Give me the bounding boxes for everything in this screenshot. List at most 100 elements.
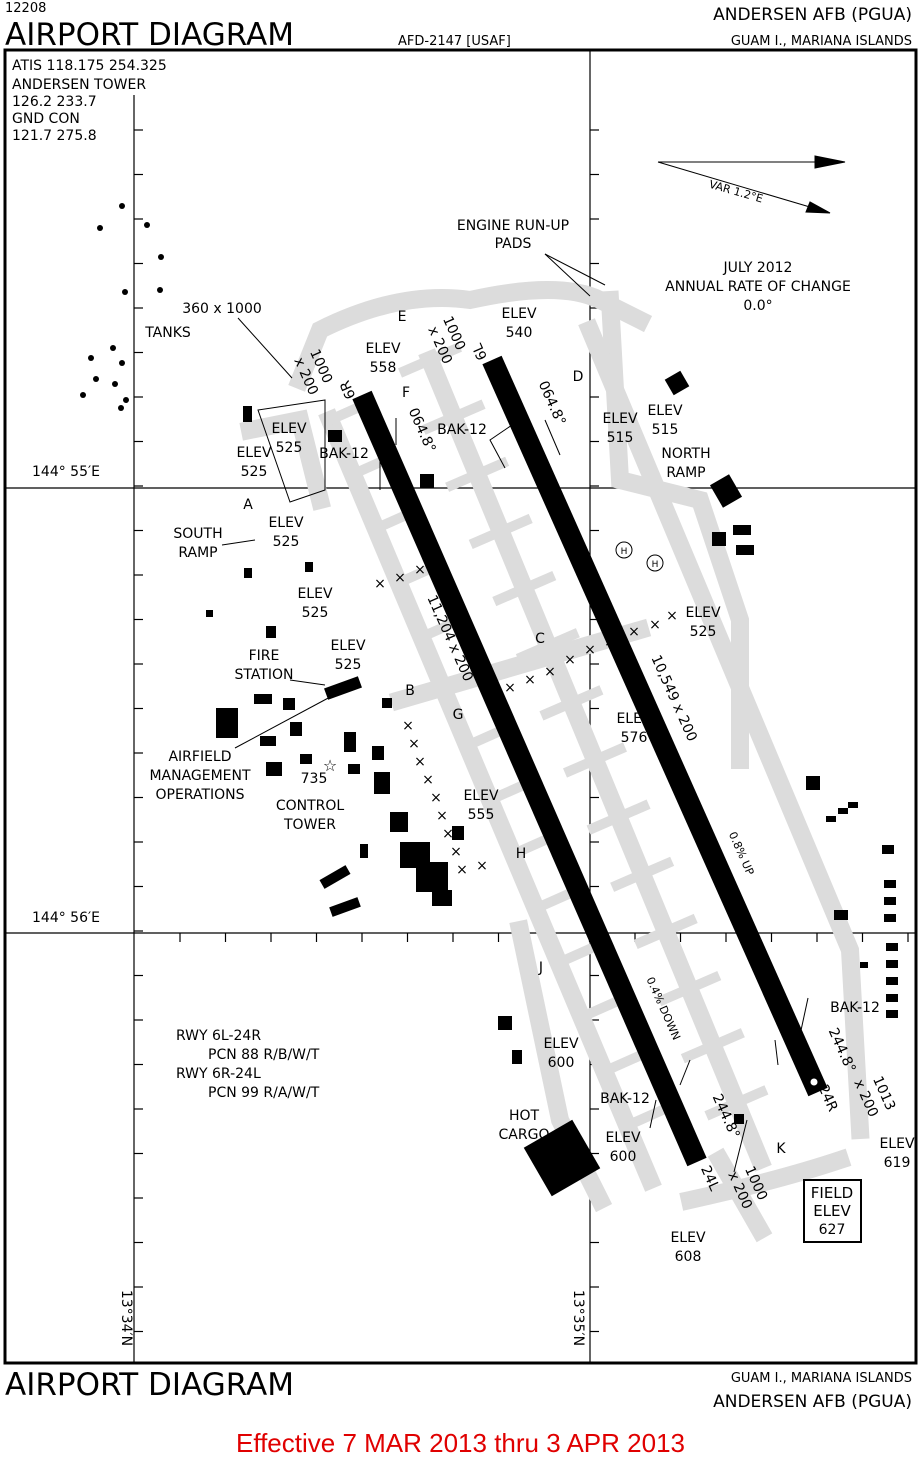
x-mark: × (544, 664, 556, 680)
x-mark: × (402, 718, 414, 734)
x-mark: × (456, 862, 468, 878)
footer-title: AIRPORT DIAGRAM (5, 1367, 294, 1403)
svg-text:H: H (621, 547, 628, 557)
leader-lines (221, 253, 809, 1173)
elev-value: 540 (506, 325, 533, 341)
x-mark: × (524, 672, 536, 688)
x-mark: × (408, 736, 420, 752)
svg-text:RWY 6L-24R: RWY 6L-24R (176, 1028, 261, 1044)
taxiway-stub (633, 913, 698, 950)
taxiway-stub (398, 342, 462, 378)
elev-label: ELEV (605, 1130, 640, 1146)
svg-text:OPERATIONS: OPERATIONS (155, 787, 244, 803)
svg-text:NORTH: NORTH (661, 446, 710, 462)
elev-value: 525 (273, 534, 300, 550)
airport-location: GUAM I., MARIANA ISLANDS (731, 34, 912, 49)
x-mark: × (442, 826, 454, 842)
x-mark: × (450, 844, 462, 860)
atis-freq: ATIS 118.175 254.325 (12, 58, 167, 74)
taxiway-stub (680, 1028, 745, 1064)
runway-6R-24L (352, 390, 707, 1167)
elev-label: ELEV (685, 605, 720, 621)
field-elev-label: FIELD (811, 1184, 853, 1202)
x-mark: × (628, 624, 640, 640)
elev-label: ELEV (271, 421, 306, 437)
svg-text:RAMP: RAMP (178, 545, 217, 561)
elev-label: ELEV (365, 341, 400, 357)
elev-label: ELEV (330, 638, 365, 654)
svg-text:064.8°: 064.8° (535, 379, 569, 429)
svg-text:☆: ☆ (323, 756, 337, 775)
svg-text:BAK-12: BAK-12 (319, 446, 369, 462)
elev-label: ELEV (501, 306, 536, 322)
svg-text:F: F (402, 385, 410, 401)
x-mark: × (374, 576, 386, 592)
svg-text:STATION: STATION (234, 667, 293, 683)
svg-text:C: C (535, 631, 545, 647)
field-elev-point (810, 1078, 818, 1086)
magnetic-variation-arrow (657, 155, 846, 214)
elev-value: 515 (607, 430, 634, 446)
tower-freq: 126.2 233.7 (12, 94, 97, 110)
svg-text:RAMP: RAMP (666, 465, 705, 481)
chart-frame (3, 48, 918, 1365)
taxiway-labels: A B C D E F G H J K (243, 309, 786, 1157)
grid (5, 50, 916, 1363)
ground-label: GND CON (12, 111, 80, 127)
svg-text:TANKS: TANKS (144, 325, 191, 341)
taxiway-stub (625, 1105, 666, 1131)
taxiway-stub (515, 628, 580, 664)
svg-text:H: H (652, 560, 659, 570)
frequency-box: ATIS 118.175 254.325 ANDERSEN TOWER 126.… (12, 58, 167, 144)
svg-text:A: A (243, 497, 253, 513)
taxiway-stub (586, 799, 651, 835)
svg-text:6L: 6L (470, 341, 491, 363)
runway-6L-24R (482, 355, 828, 1097)
svg-text:SOUTH: SOUTH (173, 526, 222, 542)
svg-text:735: 735 (301, 771, 328, 787)
pcn-info: RWY 6L-24R PCN 88 R/B/W/T RWY 6R-24L PCN… (176, 1028, 320, 1101)
elev-label: ELEV (616, 711, 651, 727)
elev-label: ELEV (602, 411, 637, 427)
elev-label: ELEV (268, 515, 303, 531)
buildings (206, 370, 898, 1197)
variation-rate: 0.0° (743, 298, 772, 314)
svg-text:BAK-12: BAK-12 (437, 422, 487, 438)
taxiway-stub (421, 399, 486, 435)
variation-rate-label: ANNUAL RATE OF CHANGE (665, 279, 851, 295)
field-elev-box (803, 1179, 862, 1243)
x-mark: × (476, 858, 488, 874)
closed-taxiway-marks: ×××××××××××××××××××××× (374, 562, 678, 878)
taxiway-stubs (327, 342, 769, 1131)
x-mark: × (394, 570, 406, 586)
x-mark: × (564, 652, 576, 668)
svg-text:BAK-12: BAK-12 (600, 1091, 650, 1107)
footer-airport: ANDERSEN AFB (PGUA) (713, 1392, 912, 1412)
svg-text:6R: 6R (337, 378, 359, 402)
grid-ticks (134, 129, 909, 1333)
taxiway-stub (610, 856, 675, 892)
svg-text:E: E (398, 309, 407, 325)
taxiway-stub (492, 570, 557, 607)
svg-text:G: G (453, 707, 464, 723)
airport-name: ANDERSEN AFB (PGUA) (713, 5, 912, 25)
svg-text:H: H (516, 846, 527, 862)
svg-text:TOWER: TOWER (283, 817, 336, 833)
svg-text:360 x 1000: 360 x 1000 (182, 301, 262, 317)
elev-value: 525 (335, 657, 362, 673)
elev-value: 558 (370, 360, 397, 376)
svg-text:ENGINE RUN-UP: ENGINE RUN-UP (457, 218, 569, 234)
latitude-label: 13°35′N (570, 1290, 586, 1346)
svg-text:HOT: HOT (509, 1108, 540, 1124)
svg-text:24R: 24R (815, 1083, 841, 1115)
heliports: H H (615, 541, 664, 572)
tower-label: ANDERSEN TOWER (12, 77, 146, 93)
ground-freq: 121.7 275.8 (12, 128, 97, 144)
svg-text:AIRFIELD: AIRFIELD (168, 749, 231, 765)
taxiway-stub (563, 742, 627, 778)
runway-labels: 6R 6L 24L 24R 11,204 x 200 10,549 x 200 … (182, 301, 898, 1212)
x-mark: × (604, 634, 616, 650)
elev-value: 525 (302, 605, 329, 621)
